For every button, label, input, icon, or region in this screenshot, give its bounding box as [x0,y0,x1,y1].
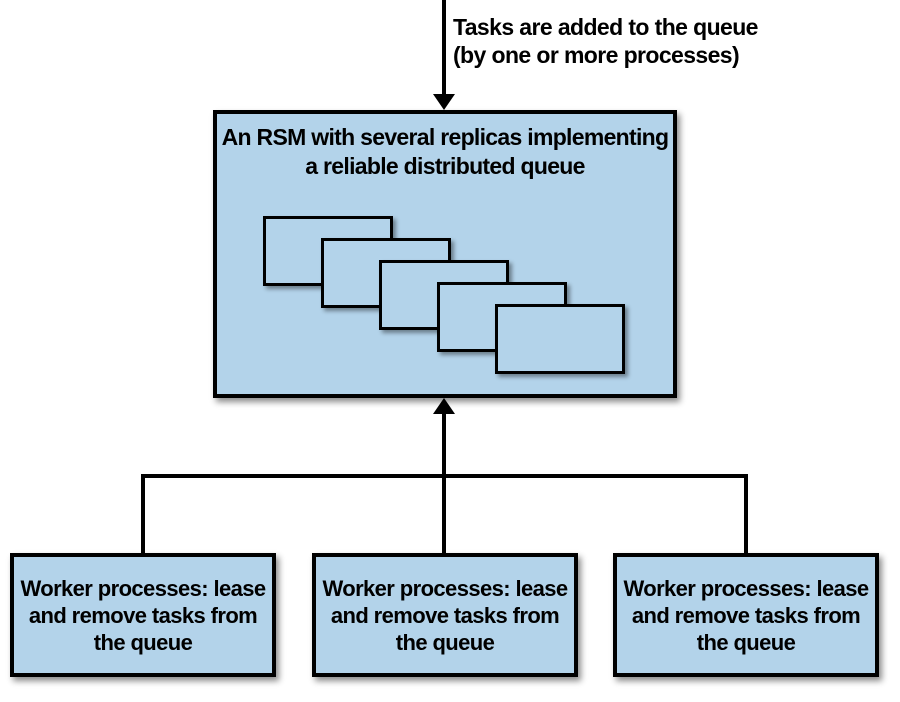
worker-box-2: Worker processes: lease and remove tasks… [312,553,578,677]
queue-arrow-line [442,412,446,553]
tasks-arrow-line [442,0,446,96]
connector-horizontal-line [141,474,748,478]
connector-right-vertical-line [744,474,748,553]
queue-arrow-up-icon [433,398,455,414]
connector-left-vertical-line [141,474,145,553]
worker-box-label: Worker processes: lease and remove tasks… [20,575,266,655]
worker-box-1: Worker processes: lease and remove tasks… [10,553,276,677]
tasks-arrow-down-icon [433,94,455,110]
worker-box-3: Worker processes: lease and remove tasks… [613,553,879,677]
worker-box-label: Worker processes: lease and remove tasks… [322,575,568,655]
tasks-annotation: Tasks are added to the queue (by one or … [453,14,758,68]
replica-stack [217,114,673,394]
worker-box-label: Worker processes: lease and remove tasks… [623,575,869,655]
replica-box [495,304,625,374]
rsm-box-title: An RSM with several replicas implementin… [221,124,669,179]
rsm-box: An RSM with several replicas implementin… [213,110,677,398]
